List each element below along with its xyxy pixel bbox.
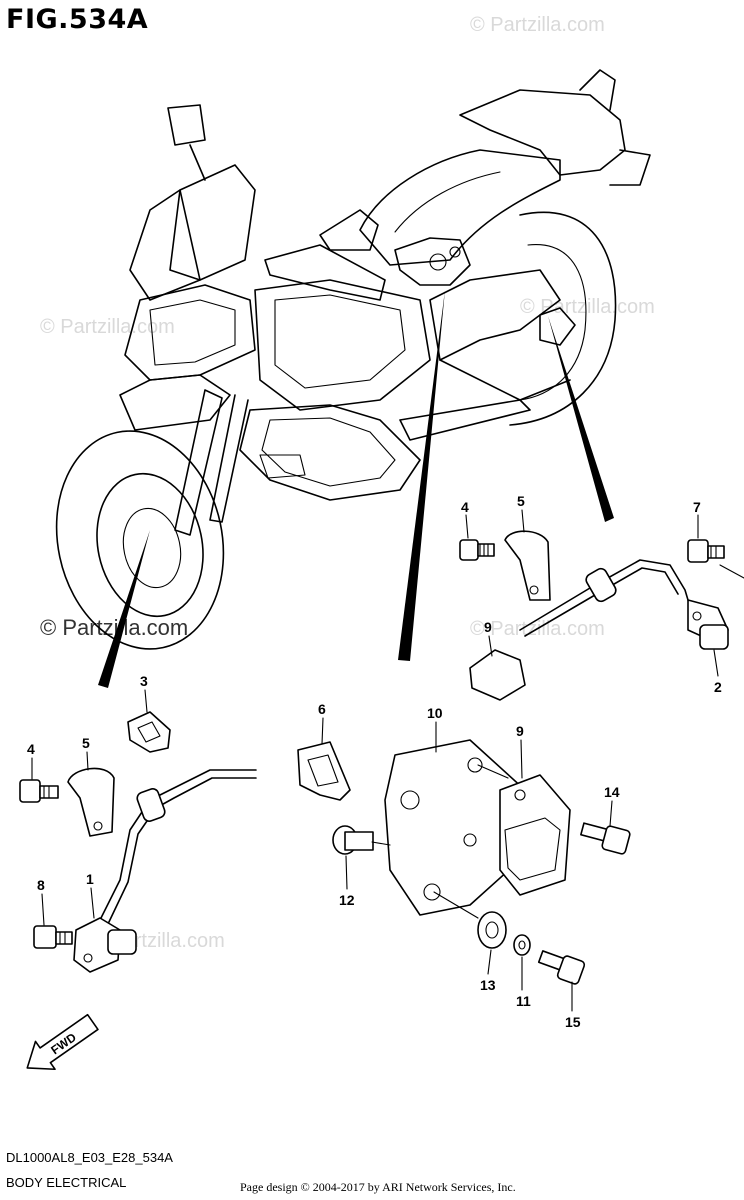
pointer-arrow-abs-unit xyxy=(398,290,445,661)
bracket-part-10 xyxy=(384,739,526,916)
callout-6: 6 xyxy=(318,701,326,717)
watermark: © Partzilla.com xyxy=(40,316,175,338)
clip-part-6 xyxy=(297,741,351,801)
callout-13: 13 xyxy=(480,977,496,993)
callout-9: 9 xyxy=(516,723,524,739)
callout-3: 3 xyxy=(140,673,148,689)
rear-sensor-group xyxy=(459,530,744,701)
pointer-arrow-rear-sensor xyxy=(548,316,614,522)
clamp-part-5-rear xyxy=(504,530,551,601)
callout-10: 10 xyxy=(427,705,443,721)
pointer-arrows xyxy=(98,290,614,688)
model-code: DL1000AL8_E03_E28_534A xyxy=(6,1150,173,1165)
bolt-part-7-rear xyxy=(687,539,725,563)
clip-part-8 xyxy=(469,649,526,701)
callout-1: 1 xyxy=(86,871,94,887)
fwd-arrow: FWD xyxy=(26,1013,99,1071)
pointer-arrow-front-sensor xyxy=(98,530,150,688)
callout-5: 5 xyxy=(82,735,90,751)
callout-7: 7 xyxy=(693,499,701,515)
bolt-part-15 xyxy=(537,950,586,985)
section-name: BODY ELECTRICAL xyxy=(6,1175,127,1190)
watermark-dark: © Partzilla.com xyxy=(40,615,189,640)
clamp-part-3 xyxy=(127,711,171,753)
callout-8: 9 xyxy=(484,619,492,635)
callout-4: 4 xyxy=(461,499,469,515)
watermark: © Partzilla.com xyxy=(470,14,605,36)
callout-2: 2 xyxy=(714,679,722,695)
watermark: © Partzilla.com xyxy=(520,296,655,318)
bolt-part-4-front xyxy=(19,779,59,803)
sensor-part-1 xyxy=(73,917,137,973)
collar-part-12 xyxy=(332,825,374,855)
callout-labels: 4 5 7 2 9 3 4 5 8 1 6 10 9 14 12 13 11 1… xyxy=(27,493,722,1030)
sensor-part-2 xyxy=(687,599,729,650)
grommet-part-13 xyxy=(477,911,507,949)
front-sensor-group: FWD xyxy=(19,711,257,1071)
callout-14: 14 xyxy=(604,784,620,800)
callout-7: 8 xyxy=(37,877,45,893)
connector-part-9 xyxy=(499,774,571,896)
bolt-part-7-front xyxy=(33,925,73,949)
bolt-part-14 xyxy=(580,822,631,855)
callout-11: 11 xyxy=(516,993,531,1009)
clamp-part-5-front xyxy=(67,767,115,837)
abs-bracket-group xyxy=(297,739,631,985)
figure-title: FIG.534A xyxy=(6,4,149,35)
callout-4: 4 xyxy=(27,741,35,757)
bolt-part-4-rear xyxy=(459,539,495,561)
motorcycle-illustration xyxy=(55,69,651,650)
callout-5: 5 xyxy=(517,493,525,509)
callout-15: 15 xyxy=(565,1014,581,1030)
washer-part-11 xyxy=(513,934,531,956)
footer-copyright: Page design © 2004-2017 by ARI Network S… xyxy=(240,1180,516,1194)
callout-12: 12 xyxy=(339,892,355,908)
